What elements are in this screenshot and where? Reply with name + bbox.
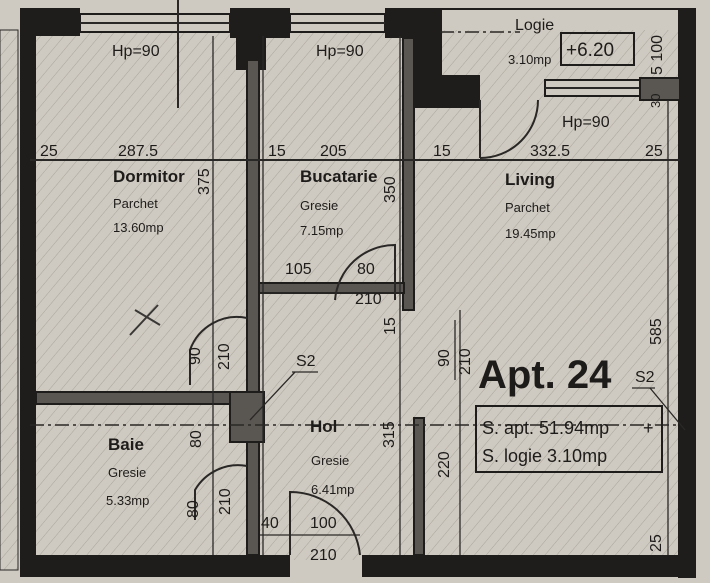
dimension-label: 15: [382, 317, 399, 335]
dimension-label: 80: [357, 261, 375, 278]
dimension-label: 80: [188, 430, 205, 448]
dimension-label: 90: [436, 349, 453, 367]
dimension-label: 315: [381, 421, 398, 448]
room-floor-living: Parchet: [505, 200, 550, 215]
dimension-label: 25: [648, 534, 665, 552]
dimension-label: 332.5: [530, 143, 570, 160]
plus-mark: +: [643, 418, 654, 438]
room-floor-baie: Gresie: [108, 465, 146, 480]
dimension-label: 210: [457, 348, 474, 375]
dimension-label: 40: [261, 515, 279, 532]
dimension-label: 585: [648, 318, 665, 345]
dimension-label: 105: [285, 261, 312, 278]
parapet-label: Hp=90: [316, 43, 364, 60]
room-name-hol: Hol: [310, 417, 337, 436]
room-floor-hol: Gresie: [311, 453, 349, 468]
dimension-label: 210: [216, 343, 233, 370]
dimension-label: 15: [268, 143, 286, 160]
logie-area: S. logie 3.10mp: [482, 446, 607, 466]
dimension-label: 90: [187, 347, 204, 365]
dimension-label: 30: [648, 94, 663, 108]
dimension-label: 100: [310, 515, 337, 532]
dimension-label: 210: [310, 547, 337, 564]
dimension-label: 287.5: [118, 143, 158, 160]
dimension-label: 210: [355, 291, 382, 308]
parapet-label: Hp=90: [112, 43, 160, 60]
room-name-baie: Baie: [108, 435, 144, 454]
dimension-label: 220: [436, 451, 453, 478]
apartment-title: Apt. 24: [478, 353, 612, 397]
door-swings: [189, 99, 539, 556]
room-name-living: Living: [505, 170, 555, 189]
room-area-living: 19.45mp: [505, 226, 556, 241]
room-name-bucatarie: Bucatarie: [300, 167, 377, 186]
dimension-label: 25: [645, 143, 663, 160]
shaft-label: S2: [296, 353, 316, 370]
dimension-label: 15: [433, 143, 451, 160]
room-area-baie: 5.33mp: [106, 493, 149, 508]
area-summary-box: [475, 405, 663, 473]
room-name-dormitor: Dormitor: [113, 167, 185, 186]
room-name-logie: Logie: [515, 17, 554, 34]
dimension-label: 5 100: [649, 35, 666, 75]
level-mark: +6.20: [566, 40, 614, 61]
walls: [0, 0, 696, 578]
room-area-hol: 6.41mp: [311, 482, 354, 497]
apartment-area: S. apt. 51.94mp: [482, 418, 609, 438]
x-mark: [129, 304, 161, 336]
room-floor-bucatarie: Gresie: [300, 198, 338, 213]
room-area-dormitor: 13.60mp: [113, 220, 164, 235]
parapet-label: Hp=90: [562, 114, 610, 131]
room-area-logie: 3.10mp: [508, 52, 551, 67]
dimension-label: 25: [40, 143, 58, 160]
room-floor-dormitor: Parchet: [113, 196, 158, 211]
room-area-bucatarie: 7.15mp: [300, 223, 343, 238]
dimension-label: 80: [185, 500, 202, 518]
dimension-label: 375: [196, 168, 213, 195]
dimension-label: 205: [320, 143, 347, 160]
shaft-label: S2: [635, 369, 655, 386]
level-mark-box: [560, 32, 635, 66]
dimension-label: 350: [382, 176, 399, 203]
dimension-label: 210: [217, 488, 234, 515]
